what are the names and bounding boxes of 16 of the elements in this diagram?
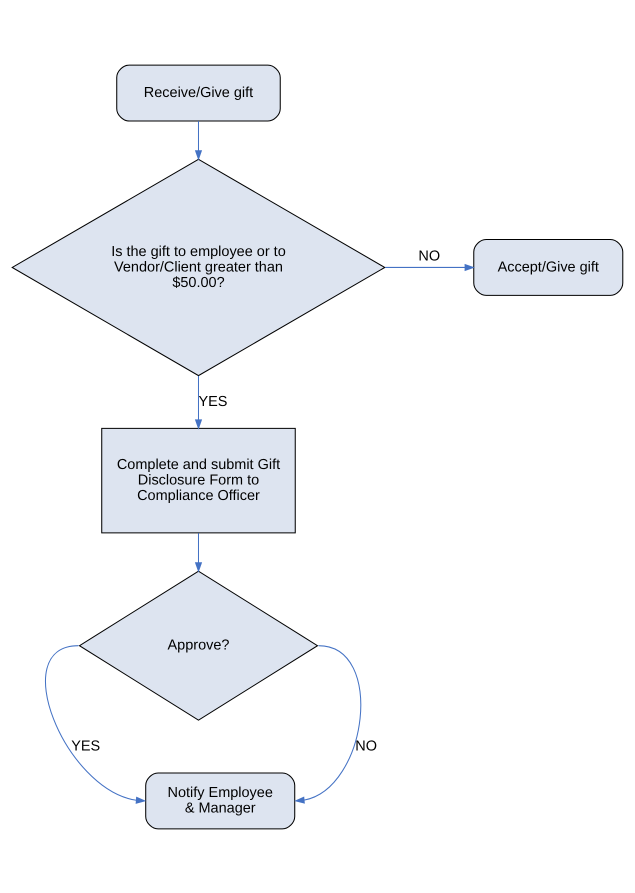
node-box: Accept/Give gift [473,238,624,296]
arrow [194,120,202,160]
edge-label: NO [355,738,377,754]
arrow [194,375,202,430]
arrow [194,532,202,572]
node-diamond: Is the gift to employee or to Vendor/Client greater than $50.00? [11,158,386,376]
node-box: Receive/Give gift [116,64,281,122]
node-diamond: Approve? [78,570,318,720]
edge-label: YES [71,738,100,754]
node-box: Complete and submit Gift Disclosure Form to Compliance Officer [101,427,296,533]
node-box: Notify Employee & Manager [145,772,296,829]
arrow [294,644,362,804]
edge-label: NO [418,248,440,264]
arrow [45,644,146,804]
edge-label: YES [198,393,228,410]
arrow [385,263,475,271]
